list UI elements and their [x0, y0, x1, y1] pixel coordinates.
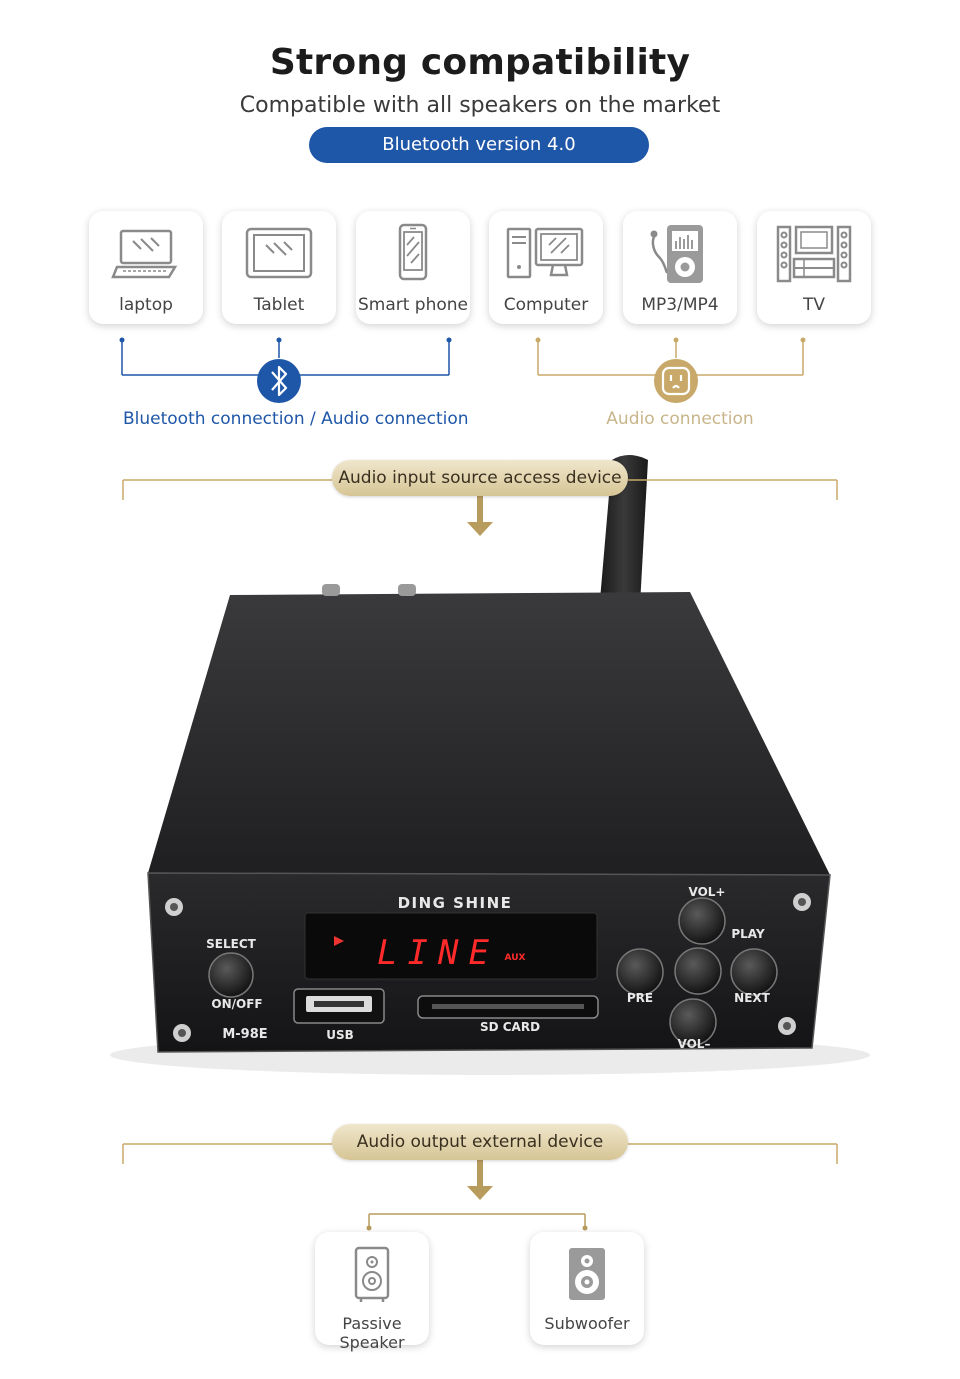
source-card-computer: Computer	[489, 211, 603, 324]
source-card-smartphone: Smart phone	[356, 211, 470, 324]
select-label: SELECT	[206, 937, 256, 951]
page-subtitle: Compatible with all speakers on the mark…	[239, 93, 721, 118]
power-label: ON/OFF	[211, 997, 262, 1011]
source-label-laptop: laptop	[119, 295, 173, 315]
prev-label: PRE	[627, 991, 653, 1005]
audio-connection-label: Audio connection	[606, 409, 754, 429]
play-button[interactable]	[674, 947, 722, 995]
source-card-tablet: Tablet	[222, 211, 336, 324]
play-indicator-icon	[334, 936, 344, 946]
next-button[interactable]	[730, 948, 778, 996]
mp3-player-icon	[623, 223, 737, 285]
led-display	[304, 912, 598, 980]
source-card-laptop: laptop	[89, 211, 203, 324]
display-sub-text: AUX	[505, 953, 526, 963]
input-banner-bracket	[122, 479, 838, 536]
smartphone-icon	[356, 223, 470, 285]
select-knob[interactable]	[208, 952, 254, 998]
vol-up-button[interactable]	[678, 897, 726, 945]
arrow-down-icon	[467, 1186, 493, 1200]
output-banner: Audio output external device	[332, 1124, 628, 1160]
output-label-passive-speaker: Passive Speaker	[339, 1314, 405, 1352]
source-label-tv: TV	[802, 295, 825, 315]
screw-icon	[165, 893, 811, 1042]
source-label-mp3: MP3/MP4	[641, 295, 719, 315]
display-text: LINE	[377, 933, 499, 973]
source-card-tv: TV	[757, 211, 871, 324]
next-label: NEXT	[734, 991, 770, 1005]
output-card-passive-speaker: Passive Speaker	[315, 1232, 429, 1352]
bluetooth-version-badge: Bluetooth version 4.0	[309, 127, 649, 163]
play-label: PLAY	[731, 927, 765, 941]
output-banner-bracket	[122, 1143, 838, 1231]
passive-speaker-icon	[315, 1244, 429, 1306]
prev-button[interactable]	[616, 948, 664, 996]
amplifier-device: DING SHINE LINE AUX SELECT ON/OFF M-98E …	[110, 455, 870, 1075]
vol-up-label: VOL+	[689, 885, 726, 899]
device-brand: DING SHINE	[398, 894, 513, 912]
usb-label: USB	[326, 1028, 354, 1042]
source-card-mp3: MP3/MP4	[623, 211, 737, 324]
sd-label: SD CARD	[480, 1020, 540, 1034]
laptop-icon	[89, 223, 203, 285]
output-label-subwoofer: Subwoofer	[544, 1314, 630, 1333]
bluetooth-icon	[257, 359, 301, 403]
page-title: Strong compatibility	[269, 42, 691, 83]
source-label-tablet: Tablet	[253, 295, 305, 315]
source-label-computer: Computer	[503, 295, 589, 315]
bluetooth-connection-label: Bluetooth connection / Audio connection	[123, 409, 469, 429]
computer-icon	[489, 223, 603, 285]
subwoofer-icon	[530, 1244, 644, 1306]
tv-icon	[757, 223, 871, 285]
arrow-down-icon	[467, 522, 493, 536]
output-card-subwoofer: Subwoofer	[530, 1232, 644, 1345]
vol-down-label: VOL–	[678, 1037, 711, 1051]
source-label-smartphone: Smart phone	[357, 295, 469, 315]
model-label: M-98E	[222, 1027, 267, 1042]
tablet-icon	[222, 223, 336, 285]
connection-brackets	[119, 337, 806, 403]
vol-down-button[interactable]	[669, 998, 717, 1046]
input-banner: Audio input source access device	[332, 460, 628, 496]
audio-outlet-icon	[654, 359, 698, 403]
